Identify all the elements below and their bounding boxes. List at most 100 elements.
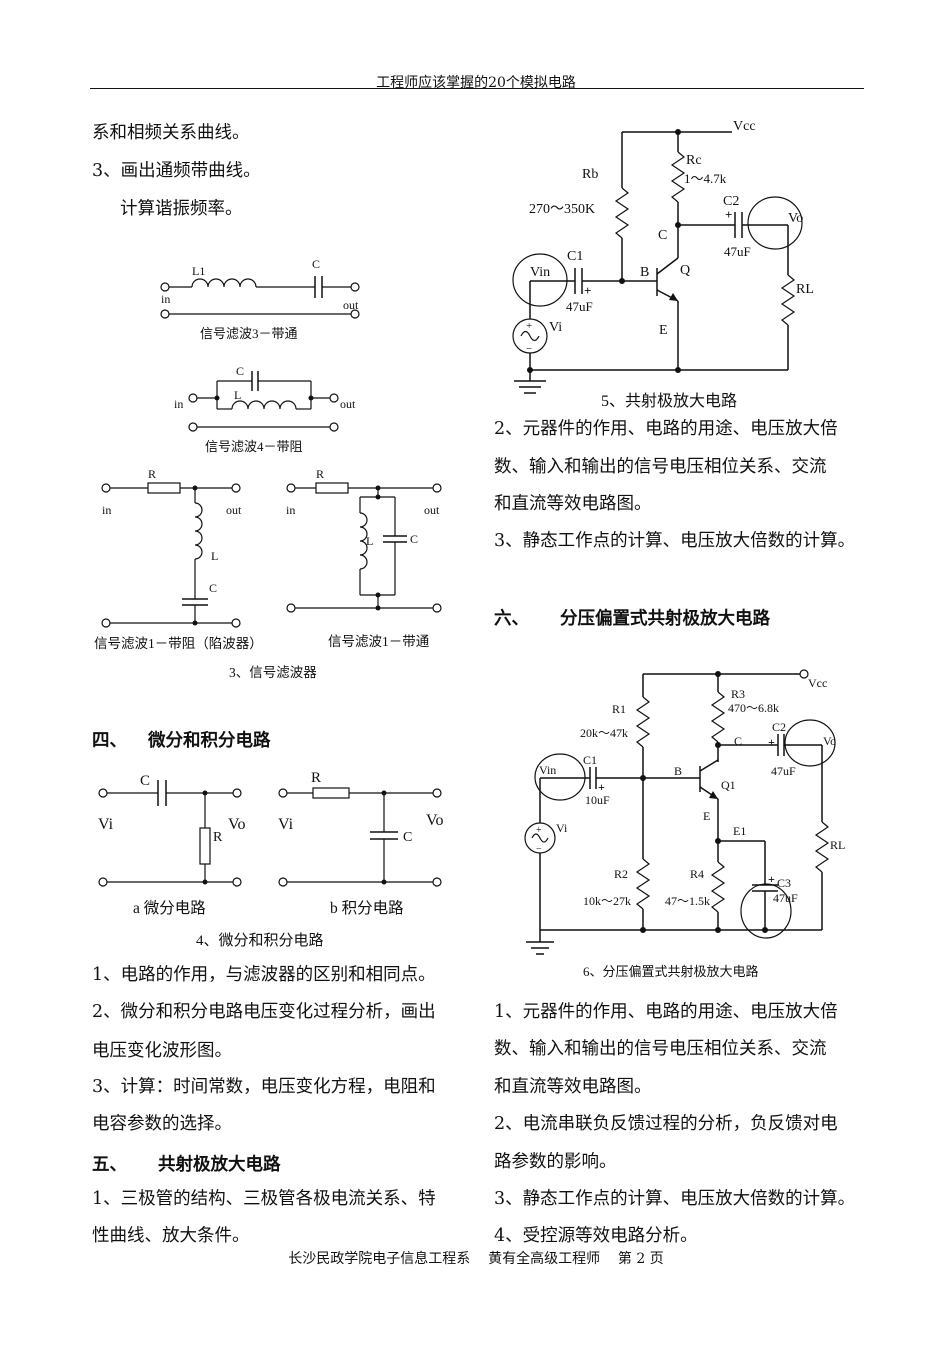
div-vi-label: Vi	[556, 821, 568, 835]
div-vi-plus: +	[536, 825, 542, 836]
ce-vin-label: Vin	[530, 265, 550, 280]
header-rule	[90, 88, 864, 89]
div-vi-minus: −	[536, 844, 542, 855]
ce-vcc-label: Vcc	[733, 119, 756, 134]
filter1b-l-label: L	[366, 534, 373, 548]
section6-line-2: 数、输入和输出的信号电压相位关系、交流	[494, 1039, 827, 1059]
vin-probe-6	[534, 753, 586, 801]
diff-integ-caption: 4、微分和积分电路	[196, 932, 324, 949]
ce-rb-label: Rb	[582, 167, 598, 182]
filter1b-r-label: R	[316, 467, 324, 481]
rc-resistor	[670, 151, 686, 203]
integrator-circuit: R Vi Vo C	[278, 770, 444, 887]
section6-title: 分压偏置式共射极放大电路	[560, 609, 770, 629]
ce-c-label: C	[658, 228, 667, 243]
filter1b-in-label: in	[286, 503, 295, 517]
div-c2-label: C2	[772, 720, 786, 734]
filter3-out-label: out	[343, 298, 359, 312]
filter1a-circuit: R in out L C	[101, 467, 242, 628]
ce-c1-value: 47uF	[566, 299, 593, 314]
ce-e-label: E	[659, 323, 668, 338]
filter4-inductor	[231, 400, 297, 410]
filter3-out-terminal-top	[350, 282, 360, 292]
ce-rb-value: 270～350K	[529, 202, 595, 217]
div-r3-value: 470～6.8k	[728, 701, 779, 715]
ce-rc-value: 1～4.7k	[684, 171, 727, 186]
rl-resistor	[780, 274, 796, 326]
div-r4-label: R4	[690, 867, 704, 881]
r1-resistor	[635, 696, 651, 748]
vo-probe	[747, 196, 803, 250]
section5-right-line-3: 和直流等效电路图。	[494, 494, 652, 514]
div-c3-label: C3	[777, 876, 791, 890]
section4-title: 微分和积分电路	[148, 731, 271, 751]
section5-line-2: 性曲线、放大条件。	[92, 1226, 250, 1246]
div-bias-caption: 6、分压偏置式共射极放大电路	[583, 964, 759, 979]
integ-r-label: R	[311, 770, 321, 786]
filter3-c-label: C	[312, 257, 320, 271]
section6-line-6: 3、静态工作点的计算、电压放大倍数的计算。	[494, 1189, 856, 1209]
diff-c-label: C	[140, 773, 150, 789]
ce-vo-label: Vo	[788, 211, 803, 226]
filter1a-l-label: L	[211, 549, 218, 563]
integ-caption: b 积分电路	[330, 899, 404, 917]
filter1b-inductor	[359, 512, 368, 570]
ce-vi-plus: +	[526, 320, 532, 332]
filter1a-out-label: out	[226, 503, 242, 517]
div-b-label: B	[674, 764, 682, 778]
vo-probe-6	[784, 719, 836, 767]
filter3-in-label: in	[161, 292, 170, 306]
div-c3-value: 47uF	[773, 891, 798, 905]
div-r2-value: 10k～27k	[583, 894, 631, 908]
div-r1-value: 20k～47k	[580, 726, 628, 740]
r3-resistor	[710, 691, 726, 743]
r4-resistor	[710, 861, 726, 913]
filter4-circuit: C L in out 信号滤波4－带阻	[174, 364, 356, 454]
ce-c1-label: C1	[567, 249, 583, 264]
div-e-label: E	[703, 809, 710, 823]
section5-line-1: 1、三极管的结构、三极管各极电流关系、特	[92, 1189, 436, 1209]
filter1b-caption: 信号滤波1－带通	[328, 634, 430, 649]
ce-rl-label: RL	[796, 282, 814, 297]
ce-amp-caption: 5、共射极放大电路	[601, 392, 737, 410]
section4-line-3: 电压变化波形图。	[92, 1041, 232, 1061]
differentiator-circuit: C Vi Vo R	[98, 773, 246, 887]
div-q1-label: Q1	[721, 778, 736, 792]
integ-vo-label: Vo	[426, 812, 444, 829]
filter1a-inductor	[194, 502, 203, 560]
section5-right-line-2: 数、输入和输出的信号电压相位关系、交流	[494, 457, 827, 477]
vcc-terminal	[799, 669, 809, 679]
filter1b-out-label: out	[424, 503, 440, 517]
ce-vi-label: Vi	[549, 320, 562, 335]
ce-c2-value: 47uF	[724, 244, 751, 259]
section4-line-5: 电容参数的选择。	[92, 1114, 232, 1134]
div-e1-label: E1	[733, 824, 746, 838]
diff-r-label: R	[213, 830, 223, 845]
section4-line-4: 3、计算：时间常数，电压变化方程，电阻和	[92, 1077, 436, 1097]
div-c2-plus: +	[768, 735, 775, 749]
vin-probe	[512, 253, 568, 307]
ce-c2-label: C2	[723, 194, 739, 209]
section6-line-5: 路参数的影响。	[494, 1152, 617, 1172]
section4-line-2: 2、微分和积分电路电压变化过程分析，画出	[92, 1002, 436, 1022]
page-header: 工程师应该掌握的20个模拟电路	[376, 75, 576, 91]
e-probe	[740, 883, 792, 939]
section4-number: 四、	[92, 731, 127, 751]
diff-caption: a 微分电路	[133, 899, 206, 917]
div-r3-label: R3	[731, 687, 745, 701]
filter4-l-label: L	[234, 388, 241, 402]
section6-line-1: 1、元器件的作用、电路的用途、电压放大倍	[494, 1002, 838, 1022]
div-vcc-label: Vcc	[808, 676, 827, 690]
ce-vi-minus: −	[526, 343, 532, 355]
intro-line-2: 3、画出通频带曲线。	[92, 161, 261, 181]
section6-line-3: 和直流等效电路图。	[494, 1077, 652, 1097]
rl-resistor-6	[814, 821, 830, 873]
section4-line-1: 1、电路的作用，与滤波器的区别和相同点。	[92, 965, 436, 985]
filter3-caption: 信号滤波3－带通	[200, 326, 298, 341]
diff-vo-label: Vo	[228, 816, 246, 833]
div-c-label: C	[734, 734, 742, 748]
div-r4-value: 47～1.5k	[665, 894, 710, 908]
filter1b-out-terminal	[432, 483, 442, 493]
